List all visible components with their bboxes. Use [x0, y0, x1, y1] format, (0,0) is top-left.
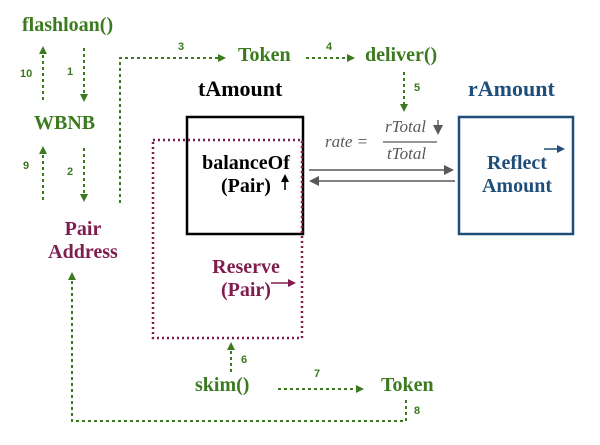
step-number-6: 6 — [241, 354, 248, 366]
formula-lhs: rate = — [325, 132, 369, 151]
pair-address-label: Pair Address — [30, 218, 136, 264]
token-bottom-label: Token — [381, 374, 434, 396]
deliver-label: deliver() — [365, 44, 438, 66]
step-number-4: 4 — [326, 41, 333, 53]
ramount-box — [457, 115, 575, 236]
skim-label: skim() — [195, 374, 250, 396]
step-number-3: 3 — [178, 41, 185, 53]
token-top-label: Token — [238, 44, 291, 66]
step-number-2: 2 — [67, 166, 74, 178]
reflect-line1: Reflect — [487, 152, 547, 174]
step-number-1: 1 — [67, 66, 74, 78]
step-number-10: 10 — [20, 68, 33, 80]
formula-numerator: rTotal — [385, 117, 426, 136]
step-8-arrow — [68, 272, 407, 422]
balanceof-line2: (Pair) — [221, 175, 271, 197]
step-number-8: 8 — [414, 405, 421, 417]
step-number-5: 5 — [414, 82, 421, 94]
reserve-line2: (Pair) — [221, 279, 271, 301]
flashloan-label: flashloan() — [22, 14, 114, 36]
step-3-arrow — [119, 54, 226, 203]
reserve-line1: Reserve — [212, 256, 280, 278]
step-number-7: 7 — [314, 368, 321, 380]
reserve-label: Reserve (Pair) — [196, 256, 296, 302]
balanceof-label: balanceOf (Pair) — [190, 152, 302, 198]
reflect-amount-label: Reflect Amount — [464, 152, 570, 198]
tamount-box — [185, 115, 305, 236]
ramount-heading: rAmount — [468, 76, 555, 101]
reflect-line2: Amount — [481, 175, 552, 197]
formula-denominator: tTotal — [387, 144, 427, 163]
pair-label-line1: Pair — [64, 218, 102, 240]
pair-label-line2: Address — [48, 241, 118, 263]
step-number-9: 9 — [23, 160, 30, 172]
reserve-box — [151, 138, 304, 340]
tamount-heading: tAmount — [198, 76, 283, 101]
wbnb-label: WBNB — [34, 112, 96, 134]
balanceof-line1: balanceOf — [202, 152, 290, 174]
